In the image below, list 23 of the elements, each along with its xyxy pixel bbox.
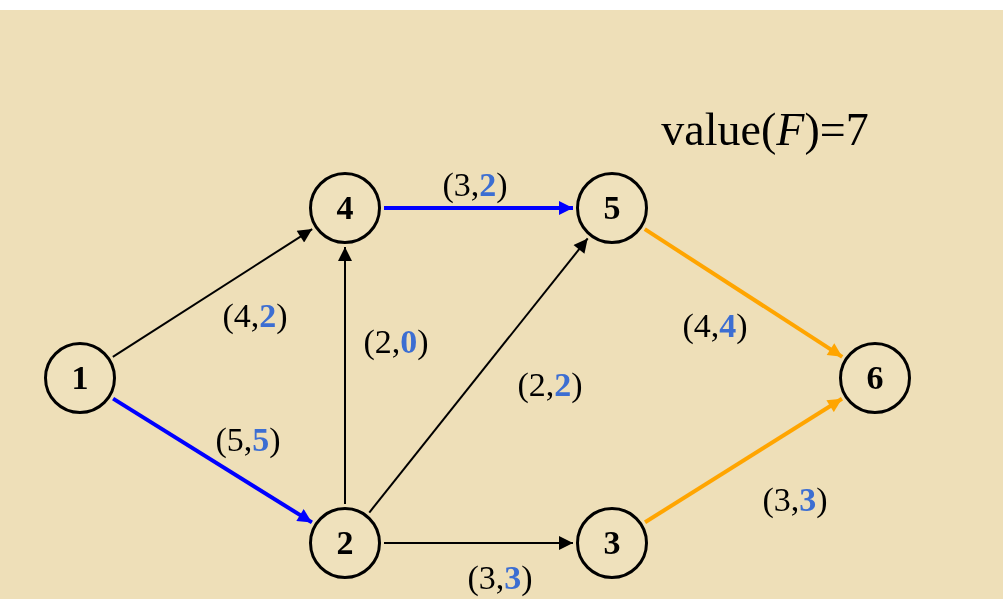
edge-label: (5,5) [215, 423, 281, 457]
edge-label: (2,0) [363, 325, 429, 359]
arrow [112, 396, 313, 525]
arrow [368, 237, 589, 514]
node-circle: 1 [44, 342, 116, 414]
edge-label: (3,2) [442, 168, 508, 202]
edge-label: (3,3) [467, 561, 533, 595]
arrow [111, 228, 314, 358]
node-circle: 2 [309, 507, 381, 579]
node-circle: 3 [576, 507, 648, 579]
edge-label: (4,2) [222, 299, 288, 333]
node-circle: 6 [839, 342, 911, 414]
title: value(F)=7 [661, 107, 869, 153]
edge-label: (2,2) [517, 368, 583, 402]
arrow [643, 227, 844, 359]
edge-label: (3,3) [762, 483, 828, 517]
arrow [384, 201, 573, 215]
arrow [643, 397, 844, 524]
arrow [383, 536, 574, 550]
arrow [338, 246, 352, 505]
edge-label: (4,4) [682, 309, 748, 343]
node-circle: 4 [309, 172, 381, 244]
node-circle: 5 [576, 172, 648, 244]
